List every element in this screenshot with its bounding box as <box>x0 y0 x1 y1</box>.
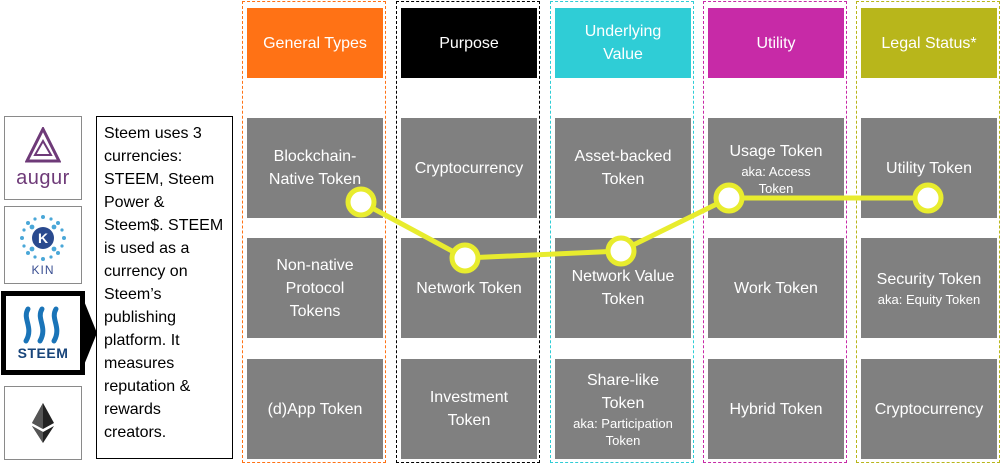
cell-network-value-token: Network Value Token <box>555 238 691 338</box>
ethereum-logo <box>4 386 82 460</box>
cell-asset-backed-token: Asset-backed Token <box>555 118 691 218</box>
cell-usage-token: Usage Token aka: Access Token <box>708 118 844 218</box>
column-header: General Types <box>247 8 383 78</box>
cell-non-native-protocol-tokens: Non-native Protocol Tokens <box>247 238 383 338</box>
cell-label: Cryptocurrency <box>414 159 524 177</box>
steem-logo: STEEM <box>1 291 85 375</box>
cell-label: Asset-backed Token <box>574 148 672 188</box>
column-header: Purpose <box>401 8 537 78</box>
pointer-arrow <box>82 296 97 370</box>
cell-network-token: Network Token <box>401 238 537 338</box>
cell-cryptocurrency-legal: Cryptocurrency <box>861 359 997 459</box>
kin-icon: K <box>20 215 66 261</box>
cell-label: Utility Token <box>886 159 972 177</box>
svg-text:K: K <box>38 230 48 246</box>
steem-icon <box>23 306 60 344</box>
cell-utility-token: Utility Token <box>861 118 997 218</box>
steem-wordmark: STEEM <box>17 345 69 361</box>
kin-logo: K KIN <box>4 206 82 284</box>
cell-label: Investment Token <box>429 389 509 429</box>
cell-dapp-token: (d)App Token <box>247 359 383 459</box>
column-header: Legal Status* <box>861 8 997 78</box>
column-general-types: General Types Blockchain-Native Token No… <box>242 1 386 463</box>
column-header: Utility <box>708 8 844 78</box>
column-underlying-value: Underlying Value Asset-backed Token Netw… <box>550 1 694 463</box>
cell-label: Share-like Token <box>586 372 660 412</box>
augur-icon <box>25 126 61 162</box>
column-header: Underlying Value <box>555 8 691 78</box>
cell-sublabel: aka: Equity Token <box>877 292 981 307</box>
column-legal-status: Legal Status* Utility Token Security Tok… <box>856 1 1000 463</box>
kin-wordmark: KIN <box>31 263 55 277</box>
cell-blockchain-native-token: Blockchain-Native Token <box>247 118 383 218</box>
cell-hybrid-token: Hybrid Token <box>708 359 844 459</box>
cell-label: Non-native Protocol Tokens <box>276 256 354 320</box>
callout-text: Steem uses 3 currencies: STEEM, Steem Po… <box>104 125 224 441</box>
cell-security-token: Security Token aka: Equity Token <box>861 238 997 338</box>
ethereum-icon <box>32 403 54 443</box>
cell-label: Hybrid Token <box>729 400 823 418</box>
cell-investment-token: Investment Token <box>401 359 537 459</box>
cell-label: Work Token <box>734 279 818 297</box>
steem-description-callout: Steem uses 3 currencies: STEEM, Steem Po… <box>96 116 233 459</box>
cell-label: (d)App Token <box>267 400 363 418</box>
cell-label: Blockchain-Native Token <box>268 148 362 188</box>
cell-cryptocurrency: Cryptocurrency <box>401 118 537 218</box>
column-utility: Utility Usage Token aka: Access Token Wo… <box>703 1 847 463</box>
augur-wordmark: augur <box>16 166 70 189</box>
cell-label: Usage Token <box>729 142 823 160</box>
augur-logo: augur <box>4 116 82 200</box>
cell-sublabel: aka: Access Token <box>741 163 811 196</box>
cell-work-token: Work Token <box>708 238 844 338</box>
cell-sublabel: aka: Participation Token <box>573 416 673 448</box>
cell-label: Network Value Token <box>571 268 675 308</box>
cell-share-like-token: Share-like Token aka: Participation Toke… <box>555 359 691 459</box>
cell-label: Security Token <box>876 271 982 288</box>
cell-label: Network Token <box>416 279 522 297</box>
cell-label: Cryptocurrency <box>874 400 984 418</box>
column-purpose: Purpose Cryptocurrency Network Token Inv… <box>396 1 540 463</box>
